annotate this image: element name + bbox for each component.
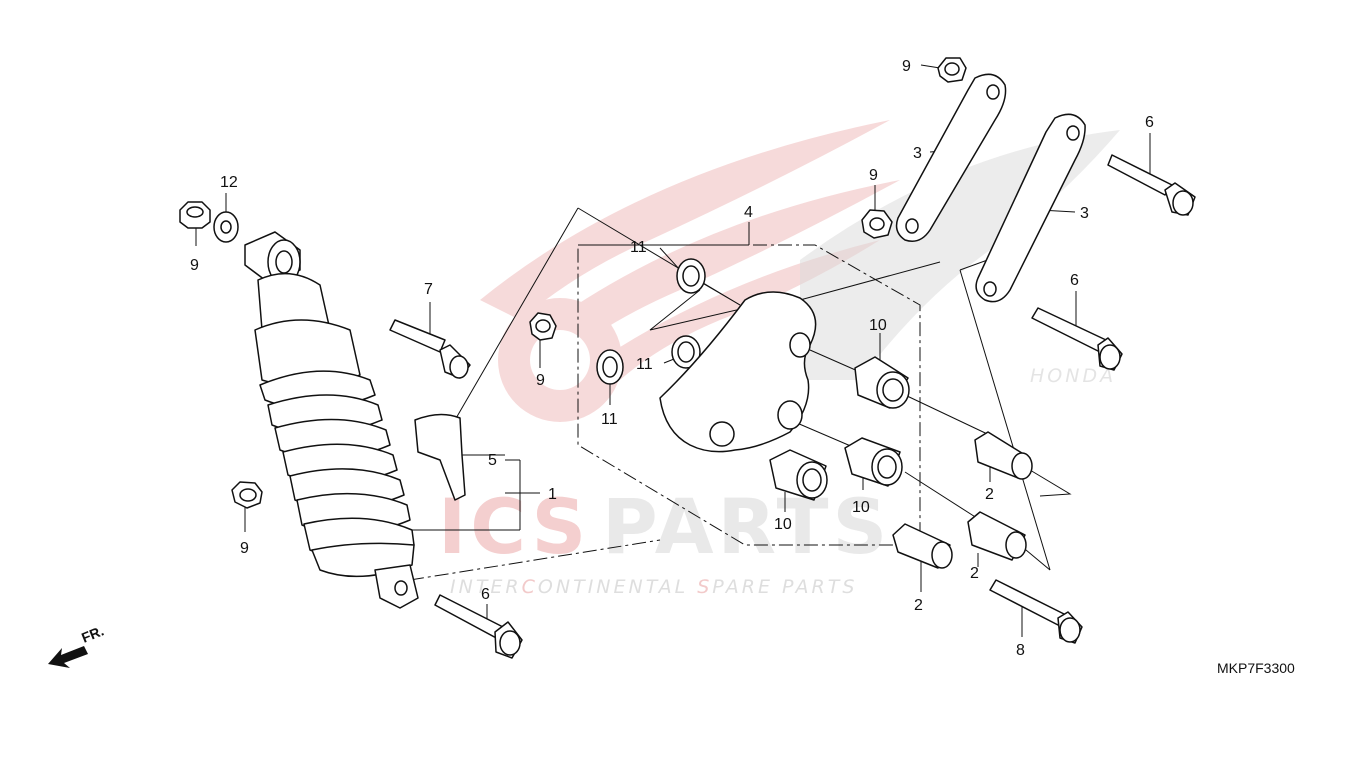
callout-7: 7 [424,281,433,298]
nut-9-shock-bottom [231,481,263,509]
dust-seal-11-mid [671,335,701,369]
callout-2-right-top: 2 [985,486,994,503]
callout-12: 12 [220,174,238,191]
shock-arm-4 [659,291,817,453]
callout-9-shock-bottom: 9 [240,540,249,557]
callout-4: 4 [744,204,753,221]
bolt-6-bottom [434,594,523,659]
rear-shock-absorber [244,231,419,609]
nut-9-mid [529,312,557,341]
diagram-code: MKP7F3300 [1217,660,1295,676]
callout-5: 5 [488,452,497,469]
cushion-link-3-rear [975,113,1086,303]
callout-9-upper-center: 9 [869,167,878,184]
front-arrow: FR. [48,622,106,668]
dust-seal-11-left [596,349,624,385]
callout-10-top: 10 [869,317,887,334]
watermark-logo-text: HONDA [1030,365,1116,387]
callout-9-shock-top: 9 [190,257,199,274]
bolt-8 [989,579,1083,644]
cushion-link-3-front [895,73,1007,242]
callout-10-left: 10 [774,516,792,533]
dust-seal-11-top [676,258,706,294]
callout-9-top: 9 [902,58,911,75]
callout-10-mid: 10 [852,499,870,516]
watermark-tagline: INTERCONTINENTAL SPARE PARTS [450,576,857,598]
nut-9-upper-center [861,209,893,239]
bolt-7 [389,319,471,379]
callout-3-front: 3 [913,145,922,162]
callout-6-lower-right: 6 [1070,272,1079,289]
bolt-6-upper-right [1107,154,1196,216]
needle-bearing-10-left [769,449,828,501]
watermark-brand-right: PARTS [602,482,891,571]
watermark-brand: ICS PARTS INTERCONTINENTAL SPARE PARTS [438,482,891,598]
front-arrow-label: FR. [79,622,106,645]
needle-bearing-10-top [854,356,910,409]
collar-2-right-top [974,431,1033,480]
nut-9-shock-top [179,201,211,229]
callout-1: 1 [548,486,557,503]
callout-9-mid: 9 [536,372,545,389]
callout-11-left: 11 [601,411,618,428]
nut-9-top [937,57,967,83]
callout-2-right-bottom: 2 [970,565,979,582]
callout-11-top: 11 [630,239,647,256]
callout-6-upper-right: 6 [1145,114,1154,131]
callout-8: 8 [1016,642,1025,659]
collar-2-right-bottom [967,511,1027,561]
needle-bearing-10-mid [844,437,903,487]
bolt-6-lower-right [1031,307,1123,371]
callout-11-mid: 11 [636,356,653,373]
callout-6-bottom: 6 [481,586,490,603]
callout-3-rear: 3 [1080,205,1089,222]
plate-5 [414,413,466,501]
callout-2-center: 2 [914,597,923,614]
collar-2-center [892,523,953,569]
washer-12 [213,211,239,243]
